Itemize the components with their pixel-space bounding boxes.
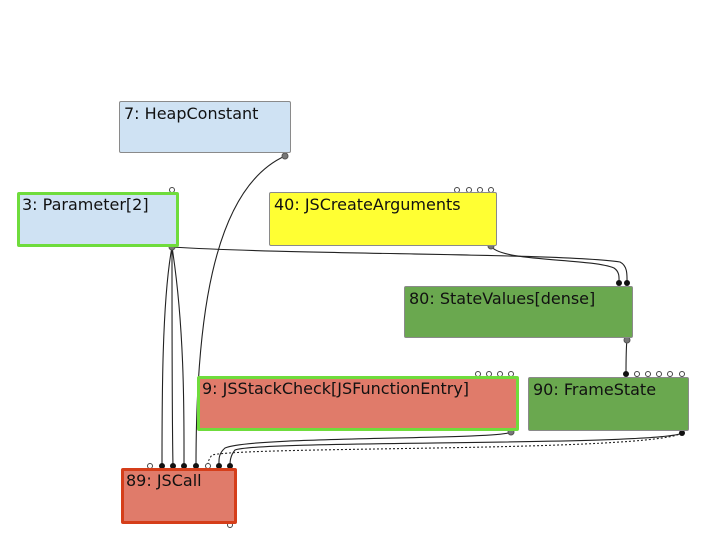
edge-90-to-89 [229, 432, 683, 467]
port-89-in-5 [216, 463, 222, 469]
edge-3-to-80 [171, 246, 628, 284]
port-89-in-3 [193, 463, 199, 469]
node-jscreatearguments[interactable]: 40: JSCreateArguments [269, 192, 497, 246]
edge-40-to-80 [490, 245, 620, 284]
edge-3-to-89-b [171, 246, 174, 467]
port-90-in-0 [623, 371, 629, 377]
node-framestate[interactable]: 90: FrameState [528, 377, 689, 431]
edge-90-to-89-dotted [207, 432, 683, 467]
port-90-in-5 [679, 371, 685, 377]
port-80-in-1 [624, 280, 630, 286]
node-statevalues[interactable]: 80: StateValues[dense] [404, 286, 633, 338]
node-label: 89: JSCall [126, 471, 202, 490]
port-90-in-1 [634, 371, 640, 377]
port-89-in-6 [227, 463, 233, 469]
port-89-in-0 [159, 463, 165, 469]
edge-3-to-89-c [171, 246, 185, 467]
port-80-in-0 [616, 280, 622, 286]
port-89-in-2 [181, 463, 187, 469]
port-7-out [281, 152, 289, 160]
edge-3-to-89-a [161, 246, 173, 467]
port-90-in-2 [645, 371, 651, 377]
port-90-in-3 [656, 371, 662, 377]
edge-7-to-89 [195, 155, 286, 467]
port-90-out [679, 430, 685, 436]
node-label: 9: JSStackCheck[JSFunctionEntry] [202, 379, 470, 398]
node-label: 7: HeapConstant [124, 104, 259, 123]
node-label: 40: JSCreateArguments [274, 195, 461, 214]
node-label: 3: Parameter[2] [22, 195, 149, 214]
node-label: 80: StateValues[dense] [409, 289, 596, 308]
port-90-in-4 [667, 371, 673, 377]
node-parameter[interactable]: 3: Parameter[2] [17, 192, 179, 247]
node-label: 90: FrameState [533, 380, 657, 399]
port-89-in-1 [170, 463, 176, 469]
node-heapconstant[interactable]: 7: HeapConstant [119, 101, 291, 153]
node-jscall[interactable]: 89: JSCall [121, 468, 237, 524]
node-jsstackcheck[interactable]: 9: JSStackCheck[JSFunctionEntry] [197, 376, 519, 431]
edge-9-to-89 [218, 431, 512, 467]
